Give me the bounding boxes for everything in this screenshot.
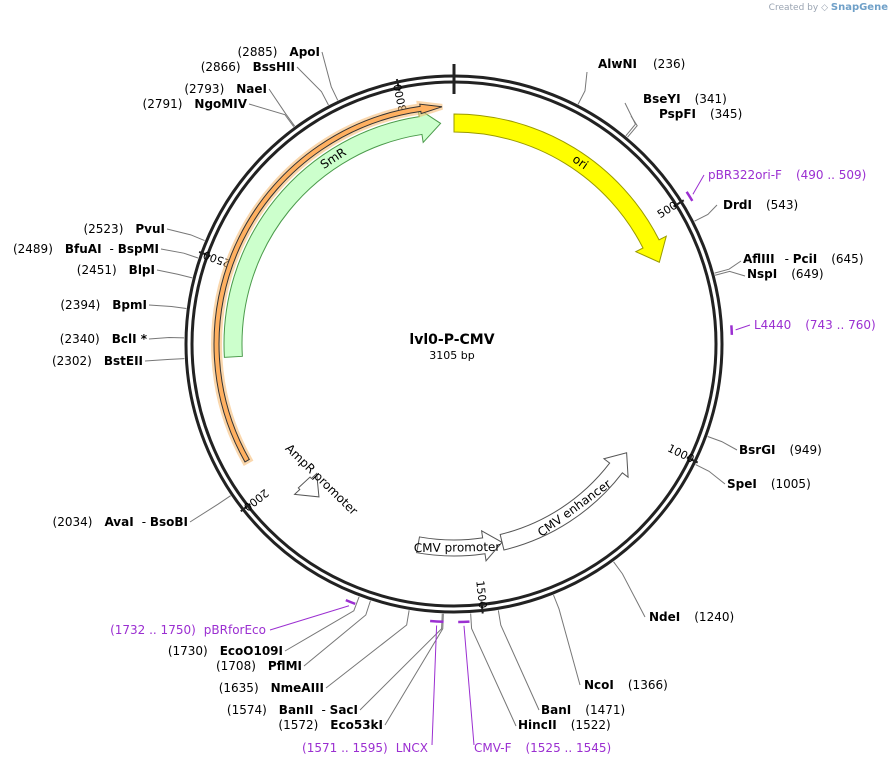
- site-label[interactable]: PspFI(345): [659, 107, 742, 121]
- site-label[interactable]: (2451)BlpI: [77, 263, 155, 277]
- site-label[interactable]: (2489)BfuAI- BspMI: [13, 242, 159, 256]
- primer-label[interactable]: L4440(743 .. 760): [754, 318, 876, 332]
- tick-mark: [198, 251, 211, 257]
- ampr-promoter-label: AmpR promoter: [283, 441, 361, 518]
- site-label[interactable]: SpeI(1005): [727, 477, 811, 491]
- cmv-promoter-feature[interactable]: [416, 529, 503, 562]
- site-leaders: [144, 51, 746, 727]
- site-leader: [189, 495, 231, 523]
- site-label[interactable]: (2340)BclI *: [60, 332, 148, 346]
- site-leader: [714, 260, 742, 274]
- site-leader: [624, 102, 637, 137]
- primer-label[interactable]: (1571 .. 1595)LNCX: [302, 741, 428, 755]
- site-leader: [268, 88, 296, 127]
- site-leader: [613, 561, 646, 618]
- site-leader: [248, 103, 295, 127]
- site-leader: [497, 610, 540, 711]
- site-label[interactable]: BsrGI(949): [739, 443, 822, 457]
- site-leader: [577, 71, 588, 105]
- site-label[interactable]: AflIII- PciI(645): [743, 252, 864, 266]
- snapgene-credit: Created by ◇ SnapGene: [769, 2, 888, 13]
- site-label[interactable]: (2302)BstEII: [52, 354, 143, 368]
- site-label[interactable]: (1635)NmeAIII: [219, 681, 324, 695]
- site-leader: [296, 66, 329, 106]
- site-label[interactable]: (2866)BssHII: [201, 60, 295, 74]
- site-leader: [166, 228, 205, 242]
- plasmid-name: lvl0-P-CMV: [409, 332, 494, 348]
- site-label[interactable]: BanI(1471): [541, 703, 625, 717]
- tick-mark: [673, 199, 685, 208]
- primer-mark[interactable]: [685, 191, 694, 202]
- site-label[interactable]: NcoI(1366): [584, 678, 668, 692]
- site-label[interactable]: HincII(1522): [518, 718, 611, 732]
- tick-label: 2000: [241, 486, 271, 514]
- smr-feature[interactable]: [223, 107, 442, 358]
- site-label[interactable]: NspI(649): [747, 267, 824, 281]
- site-leader: [144, 358, 185, 362]
- primer-label[interactable]: CMV-F(1525 .. 1545): [474, 741, 611, 755]
- site-leader: [384, 613, 444, 726]
- site-label[interactable]: (1730)EcoO109I: [168, 644, 283, 658]
- ori-feature[interactable]: [453, 113, 668, 263]
- site-leader: [284, 596, 360, 652]
- site-leader: [148, 337, 185, 340]
- cmv-enhancer-feature[interactable]: [499, 452, 629, 551]
- site-label[interactable]: AlwNI(236): [598, 57, 685, 71]
- credit-prefix: Created by: [768, 3, 819, 13]
- primer-mark[interactable]: [345, 598, 356, 606]
- plasmid-length: 3105 bp: [429, 349, 474, 362]
- tick-mark: [395, 78, 401, 92]
- primer-label[interactable]: (1732 .. 1750)pBRforEco: [110, 623, 266, 637]
- site-label[interactable]: (2885)ApoI: [238, 45, 321, 59]
- ampr-promoter-feature[interactable]: [293, 472, 320, 498]
- tick-mark: [686, 456, 699, 464]
- site-label[interactable]: (2791)NgoMIV: [143, 97, 248, 111]
- site-label[interactable]: (1572)Eco53kI: [278, 718, 383, 732]
- site-labels: AlwNI(236) BseYI(341) PspFI(345) DrdI(54…: [13, 45, 876, 755]
- tick-label: 1000: [665, 442, 696, 466]
- primer-leader: [692, 174, 705, 195]
- site-label[interactable]: (2394)BpmI: [60, 298, 147, 312]
- site-leader: [694, 204, 718, 222]
- site-label[interactable]: DrdI(543): [723, 198, 798, 212]
- site-leader: [325, 610, 410, 689]
- snapgene-logo-icon: ◇: [821, 3, 828, 13]
- tick-label: 3000: [391, 83, 410, 113]
- plasmid-center: lvl0-P-CMV 3105 bp: [409, 332, 494, 362]
- primer-label[interactable]: pBR322ori-F(490 .. 509): [708, 168, 866, 182]
- primer-leader: [269, 605, 350, 631]
- tick-mark: [240, 503, 251, 513]
- primer-leader: [735, 324, 751, 331]
- site-leader: [156, 269, 193, 279]
- primer-marks: [269, 174, 751, 746]
- site-leader: [707, 436, 738, 451]
- orf-feature[interactable]: [213, 103, 443, 463]
- site-leader: [714, 270, 746, 277]
- site-leader: [627, 115, 638, 138]
- site-label[interactable]: (2523)PvuI: [83, 222, 165, 236]
- site-leader: [303, 600, 371, 667]
- site-leader: [160, 248, 199, 259]
- primer-leader: [463, 625, 475, 746]
- site-leader: [470, 613, 517, 727]
- credit-brand: SnapGene: [830, 2, 888, 13]
- primer-mark[interactable]: [430, 619, 444, 624]
- tick-label: 1500: [473, 580, 489, 609]
- site-label[interactable]: (2793)NaeI: [184, 82, 267, 96]
- site-label[interactable]: (2034)AvaI- BsoBI: [53, 515, 188, 529]
- site-label[interactable]: BseYI(341): [643, 92, 727, 106]
- site-leader: [148, 304, 187, 309]
- cmv-enhancer-label: CMV enhancer: [535, 477, 614, 540]
- site-label[interactable]: (1708)PflMI: [216, 659, 302, 673]
- tick-mark: [480, 601, 484, 614]
- site-label[interactable]: NdeI(1240): [649, 610, 734, 624]
- site-label[interactable]: (1574)BanII- SacI: [227, 703, 358, 717]
- primer-leader: [431, 625, 438, 746]
- site-leader: [695, 464, 726, 485]
- site-leader: [553, 594, 581, 686]
- site-leader: [321, 51, 339, 101]
- cmv-promoter-label: CMV promoter: [414, 540, 501, 555]
- site-leader: [359, 613, 443, 711]
